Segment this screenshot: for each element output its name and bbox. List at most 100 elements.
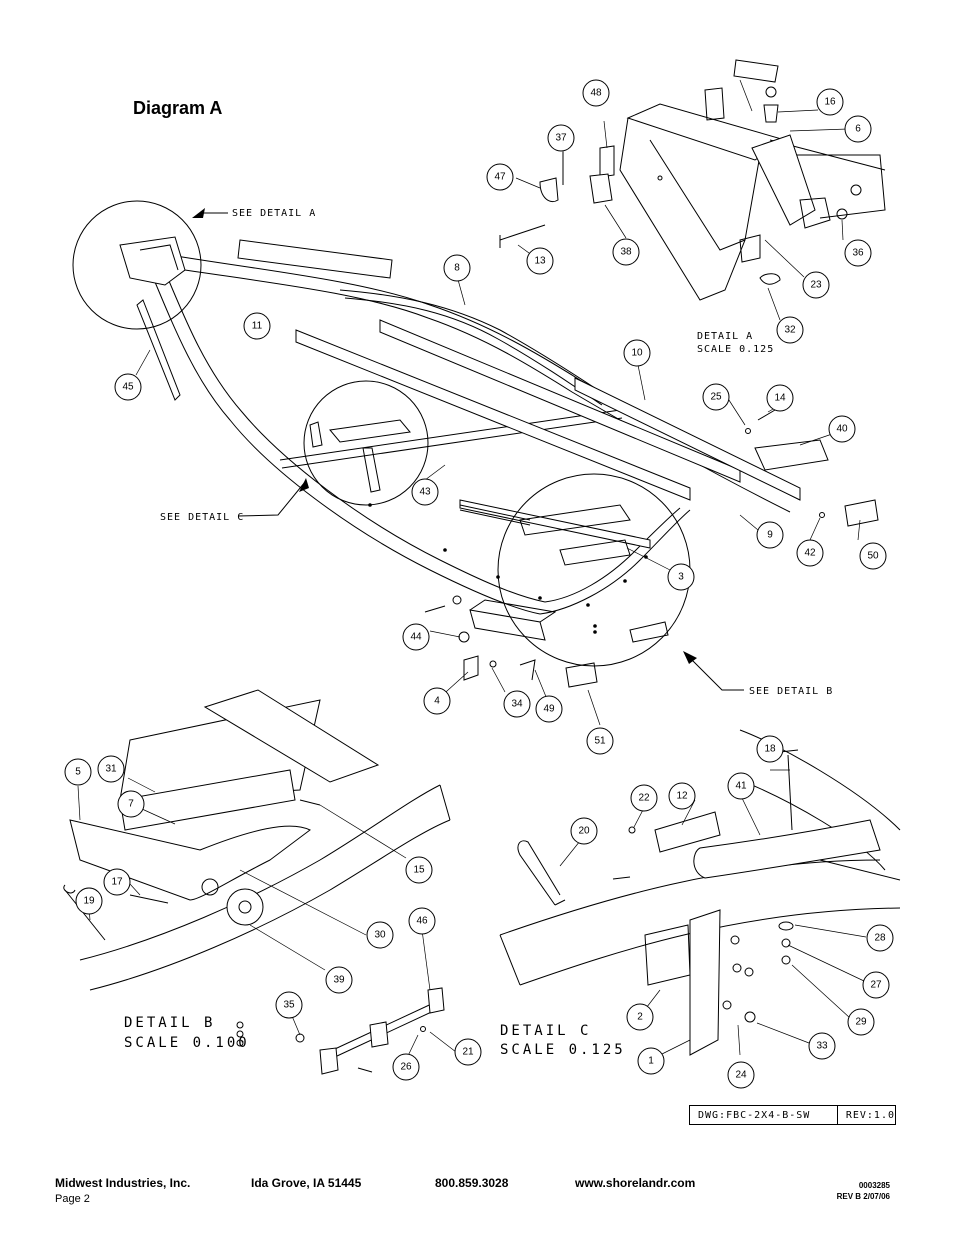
callout-number: 24	[735, 1070, 747, 1081]
callout-bubble	[582, 79, 610, 107]
callout-number: 15	[413, 865, 425, 876]
callout-bubble	[243, 312, 271, 340]
callout-bubble	[702, 383, 730, 411]
callout-40: 40	[828, 415, 856, 443]
callout-5: 5	[64, 758, 92, 786]
callout-45: 45	[114, 373, 142, 401]
drawing-revision: REV:1.0	[845, 1109, 895, 1121]
callout-number: 19	[83, 896, 95, 907]
callout-8: 8	[443, 254, 471, 282]
callout-bubble	[802, 271, 830, 299]
callout-3: 3	[667, 563, 695, 591]
callout-7: 7	[117, 790, 145, 818]
callout-number: 7	[128, 799, 134, 810]
callout-number: 31	[105, 764, 117, 775]
callout-26: 26	[392, 1053, 420, 1081]
callout-bubble	[366, 921, 394, 949]
callout-17: 17	[103, 868, 131, 896]
callout-number: 41	[735, 781, 747, 792]
callout-number: 2	[637, 1012, 643, 1023]
callout-44: 44	[402, 623, 430, 651]
callout-number: 20	[578, 826, 590, 837]
callout-number: 28	[874, 933, 886, 944]
callout-number: 34	[511, 699, 523, 710]
callout-number: 50	[867, 551, 879, 562]
callout-24: 24	[727, 1061, 755, 1089]
callout-number: 33	[816, 1041, 828, 1052]
callout-number: 17	[111, 877, 123, 888]
callout-bubble	[808, 1032, 836, 1060]
callout-bubble	[756, 521, 784, 549]
callout-bubble	[776, 316, 804, 344]
callout-number: 22	[638, 793, 650, 804]
detail-notes: SEE DETAIL A SEE DETAIL C SEE DETAIL B D…	[124, 208, 833, 1058]
callout-number: 35	[283, 1000, 295, 1011]
callout-bubble	[405, 856, 433, 884]
callout-25: 25	[702, 383, 730, 411]
callout-number: 21	[462, 1047, 474, 1058]
callout-bubble	[623, 339, 651, 367]
callout-bubble	[727, 772, 755, 800]
detail-a-circle	[72, 200, 202, 330]
footer-company: Midwest Industries, Inc.	[55, 1176, 191, 1190]
callout-number: 5	[75, 767, 81, 778]
callout-bubble	[411, 478, 439, 506]
callout-number: 45	[122, 382, 134, 393]
callout-number: 12	[676, 791, 688, 802]
callout-number: 4	[434, 696, 440, 707]
callout-number: 32	[784, 325, 796, 336]
callout-bubble	[117, 790, 145, 818]
callout-bubble	[612, 238, 640, 266]
callout-21: 21	[454, 1038, 482, 1066]
callout-number: 3	[678, 572, 684, 583]
callout-number: 48	[590, 88, 602, 99]
callout-number: 6	[855, 124, 861, 135]
callout-33: 33	[808, 1032, 836, 1060]
callout-number: 27	[870, 980, 882, 991]
callout-11: 11	[243, 312, 271, 340]
callout-16: 16	[816, 88, 844, 116]
callout-bubble	[423, 687, 451, 715]
detail-c-scale: SCALE 0.125	[500, 1042, 626, 1058]
callout-28: 28	[866, 924, 894, 952]
callout-47: 47	[486, 163, 514, 191]
callout-bubble	[392, 1053, 420, 1081]
callout-number: 10	[631, 348, 643, 359]
drawing-number-block: DWG:FBC-2X4-B-SW REV:1.0	[689, 1105, 896, 1125]
detail-a-title: DETAIL A	[697, 331, 753, 342]
callout-number: 42	[804, 548, 816, 559]
detail-b-title: DETAIL B	[124, 1015, 215, 1031]
callout-20: 20	[570, 817, 598, 845]
callout-19: 19	[75, 887, 103, 915]
callout-22: 22	[630, 784, 658, 812]
callout-number: 25	[710, 392, 722, 403]
callout-bubble	[766, 384, 794, 412]
callout-30: 30	[366, 921, 394, 949]
callout-number: 23	[810, 280, 822, 291]
footer-code-revision: REV B 2/07/06	[836, 1192, 890, 1201]
callout-2: 2	[626, 1003, 654, 1031]
callout-number: 36	[852, 248, 864, 259]
callout-bubble	[756, 735, 784, 763]
callout-number: 26	[400, 1062, 412, 1073]
callout-bubble	[626, 1003, 654, 1031]
callout-bubble	[816, 88, 844, 116]
see-detail-b-note: SEE DETAIL B	[749, 686, 833, 697]
footer-city: Ida Grove, IA 51445	[251, 1176, 362, 1190]
callout-51: 51	[586, 727, 614, 755]
callout-bubble	[64, 758, 92, 786]
callout-bubble	[844, 115, 872, 143]
footer-page-number: Page 2	[55, 1193, 90, 1205]
callout-number: 37	[555, 133, 567, 144]
detail-a-drawing	[499, 59, 886, 301]
callout-4: 4	[423, 687, 451, 715]
callout-50: 50	[859, 542, 887, 570]
callout-10: 10	[623, 339, 651, 367]
callout-31: 31	[97, 755, 125, 783]
callout-32: 32	[776, 316, 804, 344]
diagram-title: Diagram A	[133, 98, 223, 118]
callout-bubble	[114, 373, 142, 401]
callout-bubble	[727, 1061, 755, 1089]
callout-number: 43	[419, 487, 431, 498]
drawing-number: DWG:FBC-2X4-B-SW	[690, 1106, 838, 1124]
